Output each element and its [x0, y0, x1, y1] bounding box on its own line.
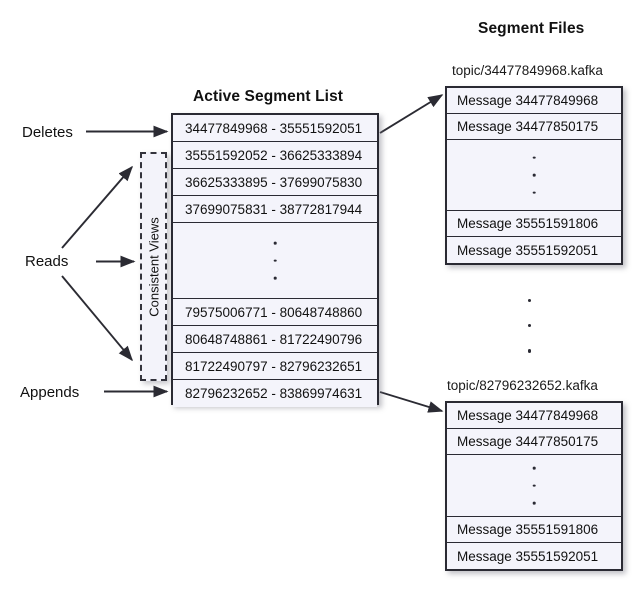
segment-files-ellipsis-icon	[528, 288, 532, 364]
segment-file-caption-top: topic/34477849968.kafka	[452, 63, 603, 78]
label-deletes: Deletes	[22, 124, 73, 141]
label-appends: Appends	[20, 384, 80, 401]
arrow-reads-upper	[61, 165, 133, 249]
arrow-reads-lower	[61, 275, 133, 362]
vertical-ellipsis-icon	[532, 149, 536, 202]
arrow-segment-to-file-bottom	[379, 391, 444, 413]
consistent-views-label: Consistent Views	[146, 216, 161, 317]
message-ellipsis-row	[447, 140, 621, 211]
message-row[interactable]: Message 34477849968	[447, 88, 621, 114]
segment-row[interactable]: 34477849968 - 35551592051	[173, 115, 377, 142]
active-segment-list-panel: 34477849968 - 35551592051 35551592052 - …	[171, 113, 379, 407]
message-ellipsis-row	[447, 455, 621, 517]
message-row[interactable]: Message 34477850175	[447, 114, 621, 140]
consistent-views-band: Consistent Views	[140, 152, 167, 381]
segment-row[interactable]: 36625333895 - 37699075830	[173, 169, 377, 196]
segment-row[interactable]: 79575006771 - 80648748860	[173, 299, 377, 326]
message-row[interactable]: Message 34477849968	[447, 403, 621, 429]
segment-files-title: Segment Files	[478, 20, 585, 37]
message-row[interactable]: Message 35551592051	[447, 543, 621, 569]
message-row[interactable]: Message 35551591806	[447, 517, 621, 543]
segment-file-panel-bottom: Message 34477849968 Message 34477850175 …	[445, 401, 623, 571]
segment-row[interactable]: 80648748861 - 81722490796	[173, 326, 377, 353]
vertical-ellipsis-icon	[273, 234, 277, 287]
vertical-ellipsis-icon	[532, 459, 536, 512]
segment-row[interactable]: 35551592052 - 36625333894	[173, 142, 377, 169]
label-reads: Reads	[25, 253, 69, 270]
segment-list-ellipsis-row	[173, 223, 377, 299]
arrow-segment-to-file-top	[379, 94, 444, 134]
segment-row[interactable]: 81722490797 - 82796232651	[173, 353, 377, 380]
segment-row[interactable]: 82796232652 - 83869974631	[173, 380, 377, 407]
message-row[interactable]: Message 35551591806	[447, 211, 621, 237]
segment-file-panel-top: Message 34477849968 Message 34477850175 …	[445, 86, 623, 265]
active-segment-list-title: Active Segment List	[193, 88, 344, 105]
segment-file-caption-bottom: topic/82796232652.kafka	[447, 378, 598, 393]
segment-row[interactable]: 37699075831 - 38772817944	[173, 196, 377, 223]
message-row[interactable]: Message 34477850175	[447, 429, 621, 455]
message-row[interactable]: Message 35551592051	[447, 237, 621, 263]
